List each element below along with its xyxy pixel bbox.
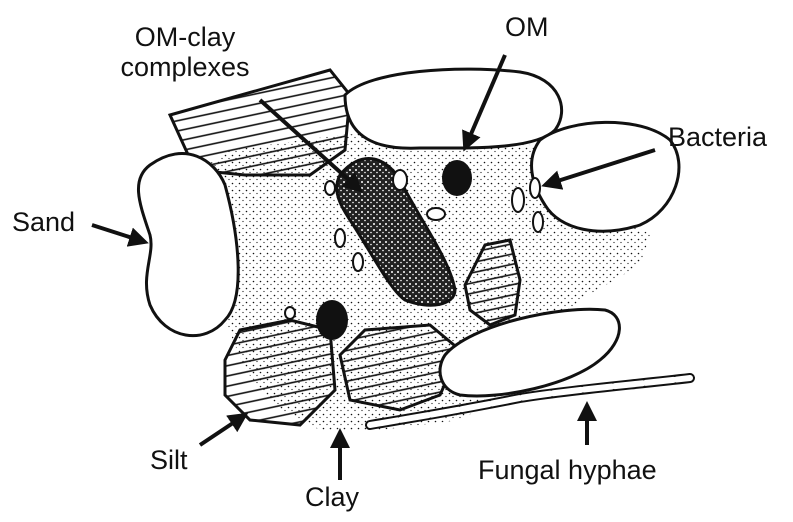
label-om-clay-line1: OM-clay [100, 22, 270, 52]
om-particle-bottom [316, 300, 348, 340]
sand-grain-top [345, 69, 562, 148]
label-silt: Silt [150, 445, 188, 475]
label-sand: Sand [12, 207, 75, 237]
arrow-sand [92, 225, 145, 242]
arrow-silt [200, 415, 245, 445]
label-om: OM [505, 12, 549, 42]
label-clay: Clay [305, 482, 359, 512]
label-fungal-hyphae: Fungal hyphae [478, 455, 657, 485]
sand-grain-right [532, 122, 679, 231]
label-om-clay-complexes: OM-clay complexes [100, 22, 270, 82]
sand-grain-left [138, 154, 238, 336]
label-om-clay-line2: complexes [100, 52, 270, 82]
label-bacteria: Bacteria [668, 122, 767, 152]
om-particle-top [442, 160, 472, 196]
